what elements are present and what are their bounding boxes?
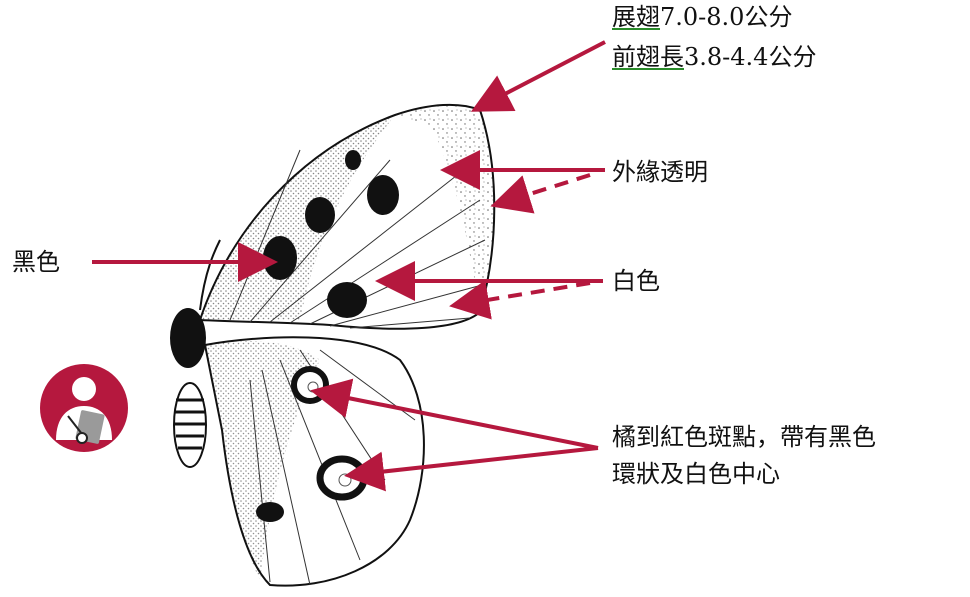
black-label: 黑色 — [12, 248, 60, 276]
reader-icon — [40, 364, 128, 452]
outer-margin-label: 外緣透明 — [612, 158, 708, 186]
arrow-wingspan — [470, 40, 606, 112]
arrow-spot-upper — [310, 378, 599, 450]
butterfly-illustration — [170, 103, 496, 587]
forewing-term: 前翅長 — [612, 43, 684, 71]
spot-label-line1: 橘到紅色斑點，帶有黑色 — [612, 423, 876, 451]
forewing-length-label: 前翅長3.8-4.4公分 — [612, 42, 816, 72]
arrow-outer-margin-dashed — [490, 173, 591, 214]
ringed-spot — [316, 455, 368, 501]
arrow-spot-lower — [344, 446, 599, 492]
annotation-arrows — [92, 40, 606, 492]
wingspan-label: 展翅7.0-8.0公分 — [612, 2, 792, 32]
ringed-spot — [291, 366, 329, 404]
forewing-value: 3.8-4.4公分 — [684, 43, 817, 71]
wingspan-value: 7.0-8.0公分 — [660, 3, 793, 31]
wingspan-term: 展翅 — [612, 3, 660, 31]
white-label: 白色 — [612, 267, 660, 295]
black-spot — [263, 236, 297, 280]
spot-label-line2: 環狀及白色中心 — [612, 460, 780, 488]
